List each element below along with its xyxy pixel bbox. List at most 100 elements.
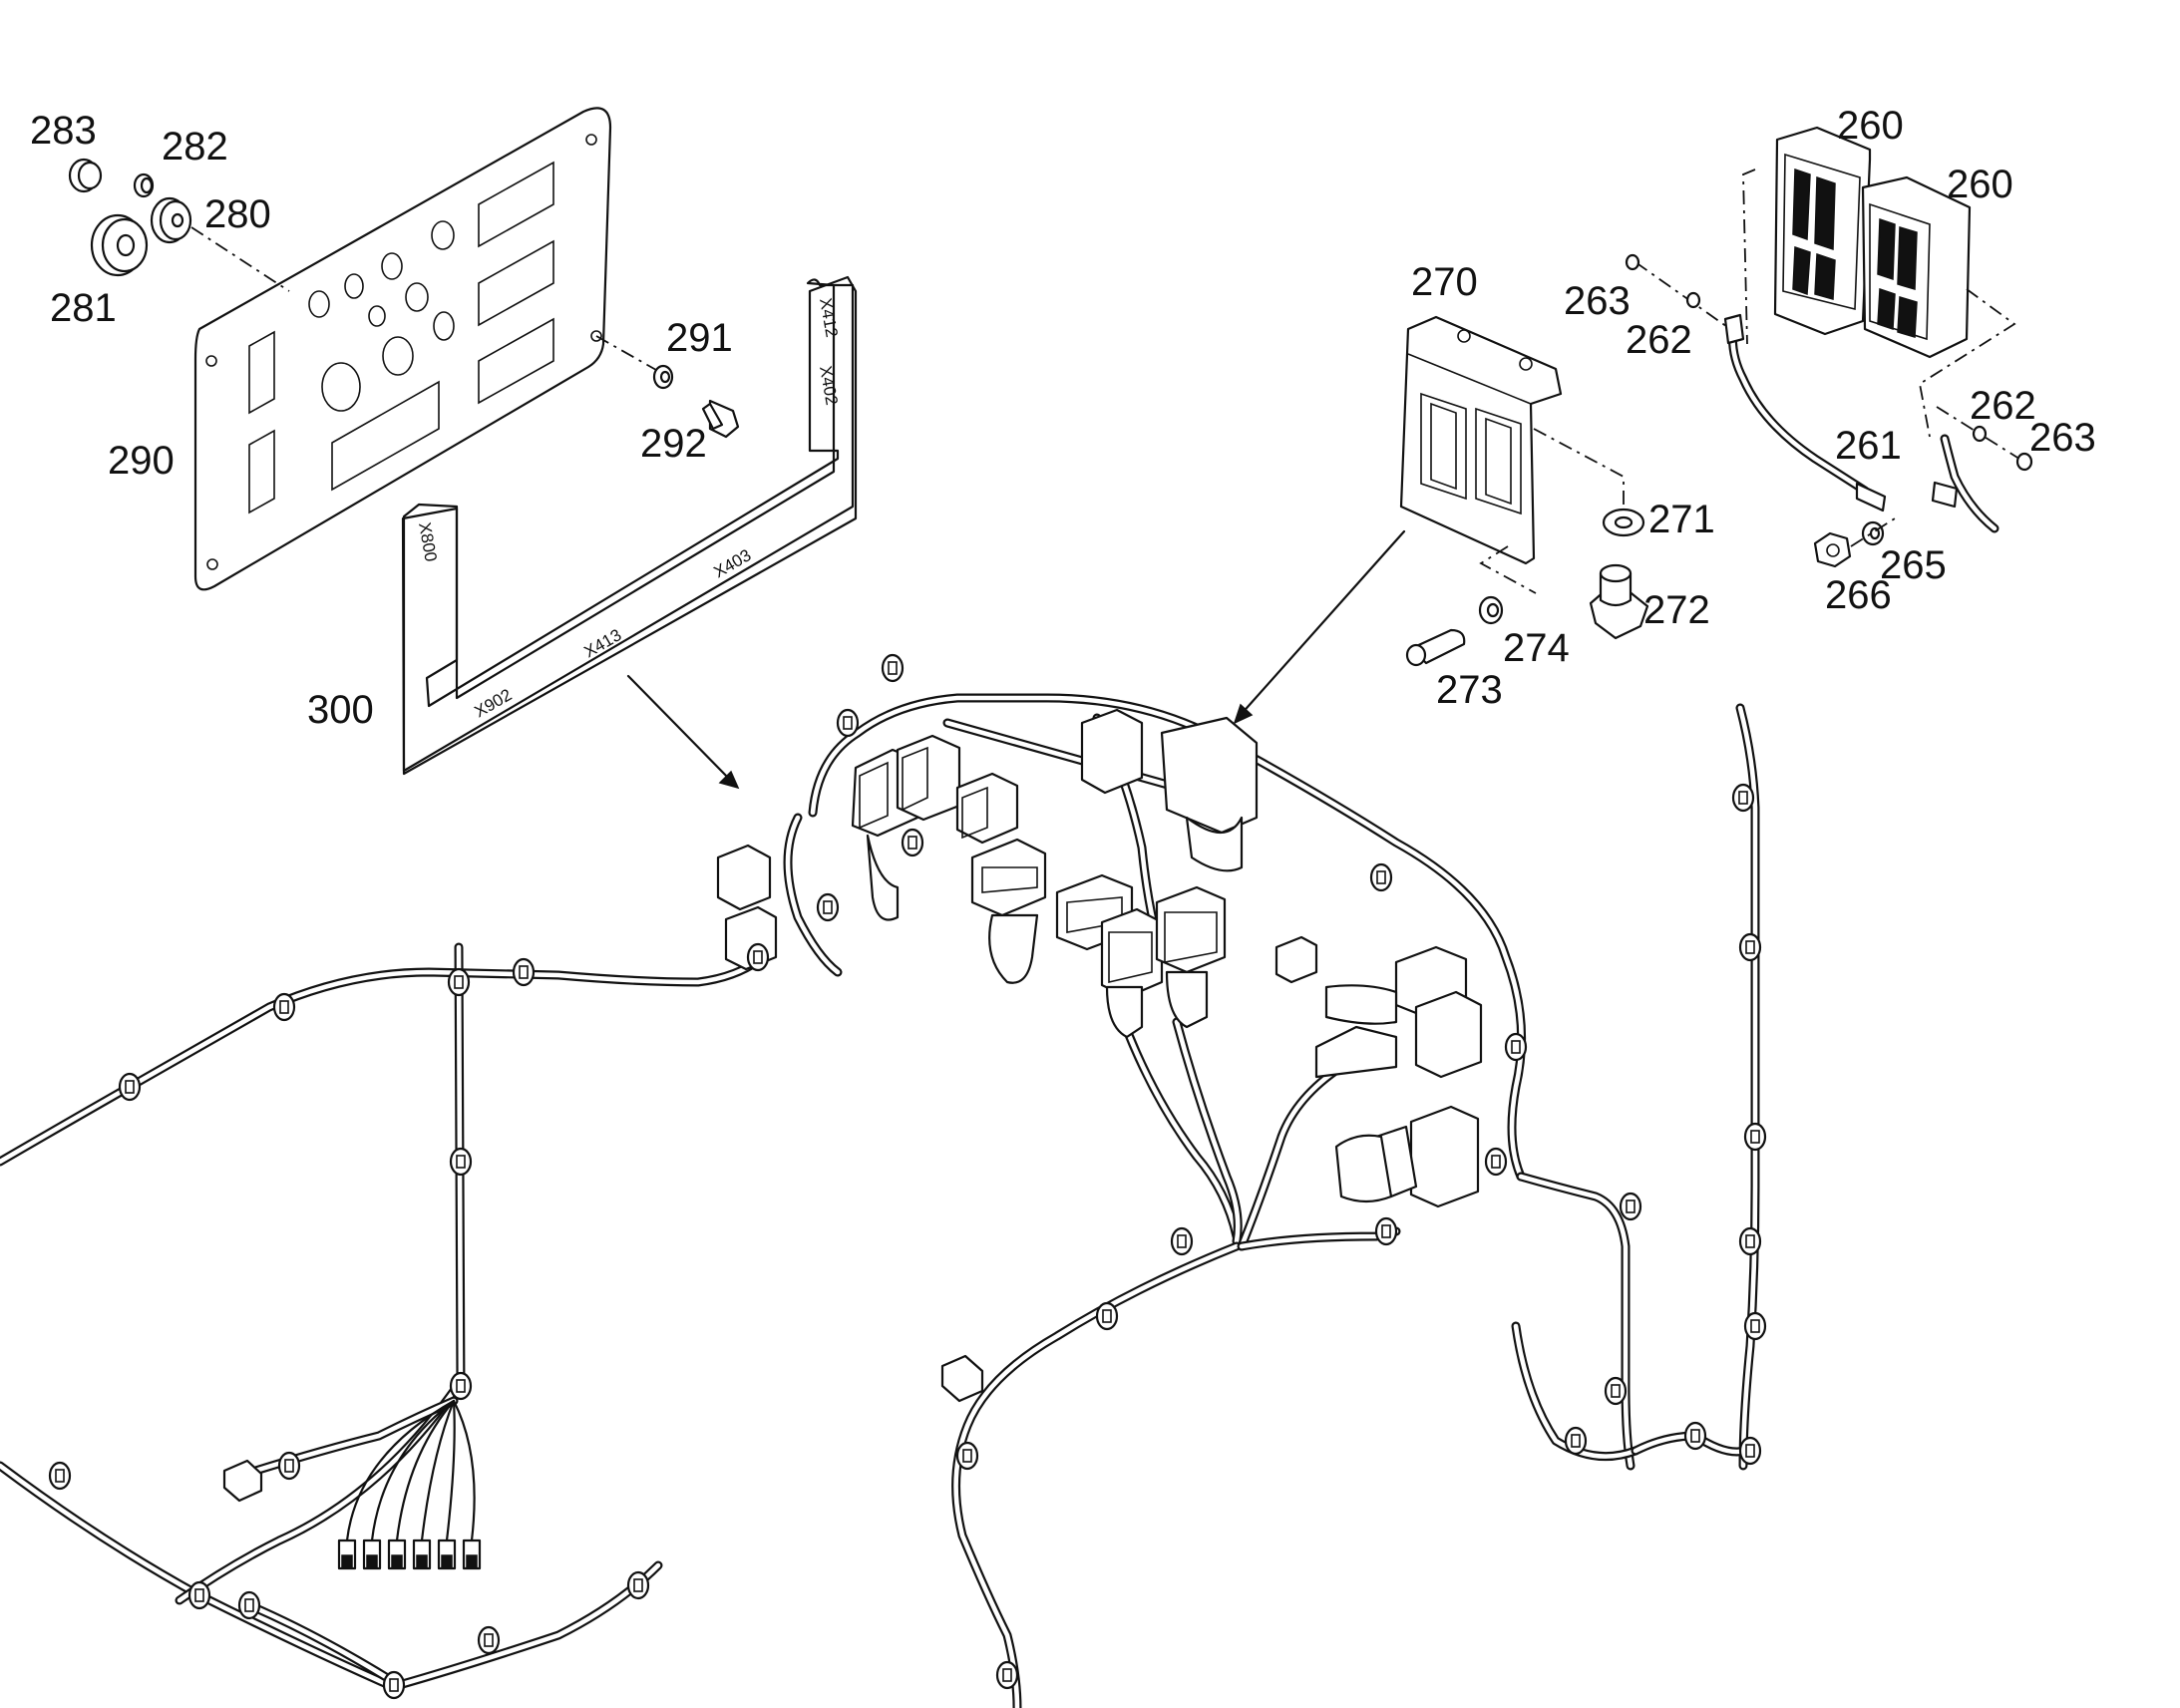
harness-wire-core xyxy=(1174,1019,1241,1244)
harness-clip xyxy=(901,828,924,857)
harness-clip-band xyxy=(456,1379,466,1393)
harness-clip-band xyxy=(1750,1130,1760,1144)
callout-262-lower: 262 xyxy=(1970,384,2036,428)
harness-clip xyxy=(118,1072,142,1102)
harness-clip-band xyxy=(454,975,464,989)
leader-arrows xyxy=(626,529,1406,790)
wire-terminal-tip xyxy=(416,1554,428,1569)
callout-274: 274 xyxy=(1503,626,1570,670)
relay-block xyxy=(1274,935,1318,984)
harness-wire-core xyxy=(1239,1064,1344,1249)
callout-labels: 283 282 280 281 290 291 292 300 270 271 … xyxy=(30,104,2096,732)
bracket-270 xyxy=(1399,315,1563,565)
harness-clip-band xyxy=(519,965,529,979)
harness-clip-band xyxy=(284,1459,294,1473)
washer-262-lower xyxy=(1972,425,1988,443)
harness-clip xyxy=(1374,1216,1398,1246)
harness-clip xyxy=(449,1371,473,1401)
screw-273 xyxy=(1405,628,1466,667)
harness-wire-core xyxy=(1513,1323,1638,1459)
callout-273: 273 xyxy=(1436,668,1503,712)
harness-wire-core xyxy=(0,1463,392,1688)
harness-clip-band xyxy=(1002,1668,1012,1682)
harness-clip xyxy=(1738,1436,1762,1466)
harness-clip-band xyxy=(753,950,763,964)
callout-281: 281 xyxy=(50,286,117,330)
template-mark-x412: X412 xyxy=(816,296,842,338)
harness-wire xyxy=(0,952,768,1167)
harness-clip-band xyxy=(194,1588,204,1602)
nut-263-lower xyxy=(2015,452,2033,472)
harness-clip xyxy=(1369,862,1393,892)
plug-283 xyxy=(68,158,103,193)
harness-clip xyxy=(277,1451,301,1481)
harness-clip-band xyxy=(244,1598,254,1612)
template-mark-x402: X402 xyxy=(816,364,842,406)
harness-clip-band xyxy=(823,900,833,914)
harness-clip-band xyxy=(843,716,853,730)
harness-clip xyxy=(1504,1032,1528,1062)
connector-block-main-4 xyxy=(970,838,1047,984)
harness-wire-core xyxy=(785,815,841,975)
terminal-lead xyxy=(345,1399,456,1542)
terminal-lead xyxy=(370,1399,456,1542)
harness-clip-band xyxy=(456,1155,466,1169)
harness-clip xyxy=(512,957,536,987)
harness-clip-band xyxy=(1611,1384,1621,1398)
harness-wire xyxy=(1117,1012,1242,1241)
grommet-281 xyxy=(90,213,149,277)
callout-260-back: 260 xyxy=(1947,163,2013,206)
harness-wire-core xyxy=(246,1602,402,1688)
terminal-lead xyxy=(452,1399,476,1542)
washer-274 xyxy=(1478,595,1504,625)
callout-300: 300 xyxy=(307,688,374,732)
harness-clip xyxy=(1604,1376,1628,1406)
harness-clip xyxy=(995,1660,1019,1690)
harness-clip xyxy=(1619,1192,1642,1221)
harness-clip xyxy=(746,942,770,972)
grommet-280 xyxy=(150,196,192,244)
harness-clip xyxy=(1564,1426,1588,1456)
harness-clip xyxy=(1738,1226,1762,1256)
harness-clip-band xyxy=(908,836,917,850)
washer-291 xyxy=(652,364,674,390)
harness-clip xyxy=(447,967,471,997)
harness-clip xyxy=(187,1580,211,1610)
callout-260-front: 260 xyxy=(1837,104,1904,148)
callout-291: 291 xyxy=(666,316,733,360)
harness-wire-core xyxy=(1239,1228,1399,1249)
harness-clip xyxy=(1743,1122,1767,1152)
ground-strap-261 xyxy=(1723,313,1999,533)
harness-clip xyxy=(1738,932,1762,962)
harness-wire xyxy=(1237,1062,1346,1251)
bolt-272 xyxy=(1589,563,1649,640)
harness-wire xyxy=(0,1461,394,1690)
screw-292 xyxy=(701,399,740,439)
harness-wire-core xyxy=(1119,1014,1240,1239)
harness-clip xyxy=(955,1441,979,1471)
callout-266: 266 xyxy=(1825,573,1892,617)
harness-wire xyxy=(1516,1172,1635,1471)
harness-wire-core xyxy=(396,1562,661,1688)
harness-clip-band xyxy=(125,1080,135,1094)
washer-262-upper xyxy=(1685,291,1701,309)
harness-clip-band xyxy=(1626,1199,1635,1213)
connector-lower xyxy=(940,1354,984,1403)
callout-265: 265 xyxy=(1880,543,1947,587)
harness-clip xyxy=(1095,1301,1119,1331)
harness-clip xyxy=(1731,783,1755,813)
connector-block-side-2 xyxy=(1314,990,1483,1079)
callout-271: 271 xyxy=(1648,498,1715,541)
terminal-row xyxy=(337,1399,482,1570)
callout-263-upper: 263 xyxy=(1564,279,1631,323)
connector-block-side-3 xyxy=(1374,1105,1480,1208)
connector-block-main-3 xyxy=(955,772,1019,845)
callout-282: 282 xyxy=(162,125,228,169)
harness-clip-band xyxy=(484,1633,494,1647)
callout-290: 290 xyxy=(108,439,175,483)
harness-clip xyxy=(272,992,296,1022)
harness-clip xyxy=(816,892,840,922)
template-mark-x800: X800 xyxy=(415,520,441,562)
wire-terminal-tip xyxy=(466,1554,478,1569)
